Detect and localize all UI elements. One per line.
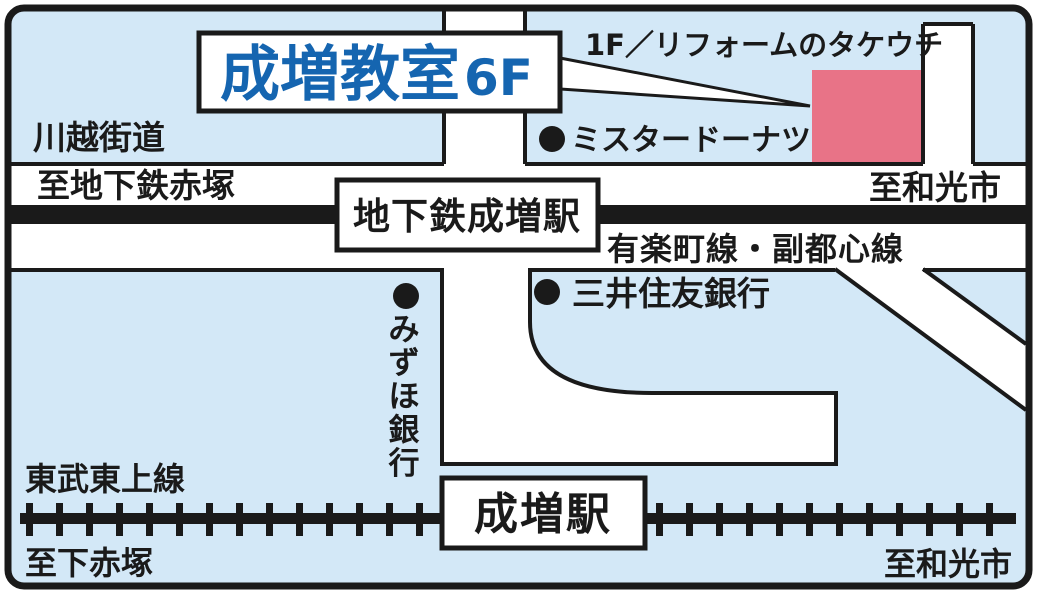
station-front-road-edges (440, 268, 838, 466)
to-chikatetsu-akatsuka-label: 至地下鉄赤塚 (37, 166, 235, 205)
diagonal-road-edges (833, 267, 1028, 412)
subway-station-label: 地下鉄成増駅 (353, 195, 581, 238)
mister-donut-label: ミスタードーナツ (571, 123, 811, 158)
yurakucho-fukutoshin-label: 有楽町線・副都心線 (607, 230, 904, 268)
railway-station-box (439, 475, 648, 551)
kawagoe-kaido-label: 川越街道 (33, 118, 165, 157)
railway-station-label: 成増駅 (474, 489, 612, 540)
title-text: 成増教室6F (220, 40, 533, 110)
north-east-road (923, 24, 973, 168)
title-name: 成増教室 (220, 40, 460, 110)
station-front-road (442, 266, 836, 464)
subway-station-box (334, 177, 601, 253)
title-floor: 6F (464, 49, 533, 107)
callout-label: 1F／リフォームのタケウチ (585, 28, 943, 62)
destination-building (812, 70, 923, 163)
sumitomo-mitsui-bank-dot (534, 279, 560, 305)
to-wakoshi-top-label: 至和光市 (869, 168, 1001, 207)
mister-donut-dot (539, 126, 565, 152)
to-shimo-akatsuka-label: 至下赤塚 (25, 544, 153, 582)
sumitomo-mitsui-bank-label: 三井住友銀行 (572, 274, 770, 313)
title-box (196, 30, 563, 114)
map-border (4, 4, 1033, 590)
mizuho-bank-label: みずほ銀行 (388, 312, 420, 482)
road-outlines (8, 8, 1029, 466)
to-wakoshi-bottom-label: 至和光市 (884, 545, 1012, 583)
tobu-tojo-line-label: 東武東上線 (25, 460, 185, 498)
mizuho-bank-dot (393, 283, 419, 309)
north-east-road-edges (921, 22, 975, 164)
